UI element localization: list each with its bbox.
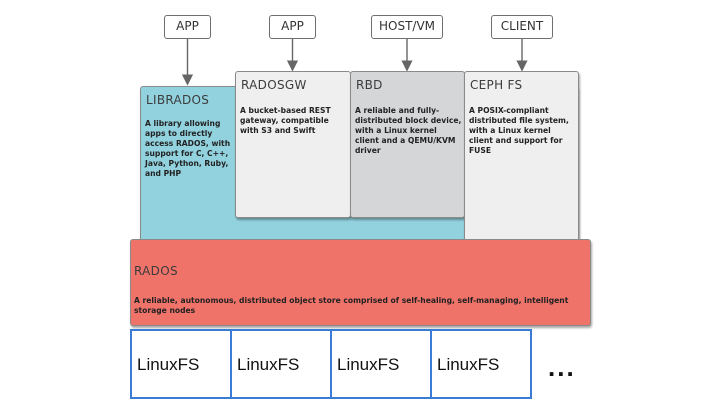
radosgw-panel: RADOSGW A bucket-based REST gateway, com… xyxy=(235,71,351,218)
linuxfs-cell-1: LinuxFS xyxy=(130,329,232,399)
client-box-app-1: APP xyxy=(164,15,211,39)
more-ellipsis: ... xyxy=(548,352,576,382)
client-box-host-vm: HOST/VM xyxy=(371,15,443,39)
client-box-client: CLIENT xyxy=(491,15,553,39)
cephfs-title: CEPH FS xyxy=(470,78,523,92)
librados-title: LIBRADOS xyxy=(146,93,210,107)
rbd-title: RBD xyxy=(356,78,383,92)
cephfs-panel: CEPH FS A POSIX-compliant distributed fi… xyxy=(464,71,579,253)
connector-arrows xyxy=(181,39,528,86)
rbd-panel: RBD A reliable and fully-distributed blo… xyxy=(350,71,465,218)
radosgw-title: RADOSGW xyxy=(241,78,307,92)
rados-description: A reliable, autonomous, distributed obje… xyxy=(134,296,569,315)
client-box-app-2: APP xyxy=(269,15,316,39)
rbd-description: A reliable and fully-distributed block d… xyxy=(355,106,462,155)
rados-panel: RADOS A reliable, autonomous, distribute… xyxy=(130,239,591,326)
radosgw-description: A bucket-based REST gateway, compatible … xyxy=(240,106,331,135)
cephfs-description: A POSIX-compliant distributed file syste… xyxy=(469,106,569,155)
linuxfs-cell-3: LinuxFS xyxy=(330,329,432,399)
rados-title: RADOS xyxy=(134,264,178,278)
librados-description: A library allowing apps to directly acce… xyxy=(145,119,231,178)
linuxfs-cell-2: LinuxFS xyxy=(230,329,332,399)
linuxfs-cell-4: LinuxFS xyxy=(430,329,532,399)
